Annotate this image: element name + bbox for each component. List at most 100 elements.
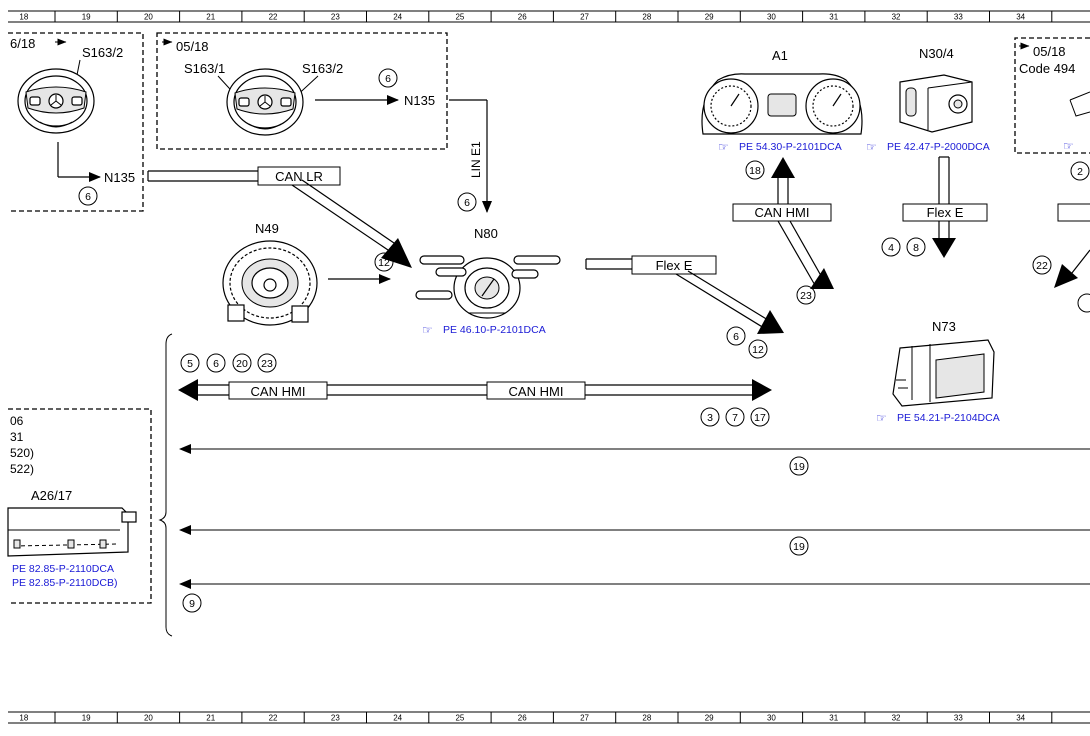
s163-2-mid-label: S163/2 bbox=[302, 61, 343, 76]
ruler-column-label: 31 bbox=[829, 13, 838, 22]
circle-mid-6: 6 bbox=[378, 68, 398, 88]
svg-text:9: 9 bbox=[189, 598, 195, 610]
a26-17-label: A26/17 bbox=[31, 488, 72, 503]
ruler-column-label: 34 bbox=[1016, 13, 1025, 22]
right-top-group: 05/18 Code 494 ☞ 2 22 bbox=[1014, 37, 1090, 313]
n80-ref-icon: ☞ bbox=[422, 323, 433, 337]
n80-steering-column-module-icon bbox=[415, 255, 561, 319]
steering-wheel-left-icon bbox=[17, 68, 95, 134]
ruler-column-label: 18 bbox=[19, 714, 28, 723]
left-bracket bbox=[158, 333, 173, 637]
ruler-column-label: 20 bbox=[144, 714, 153, 723]
lin-e1-label: LIN E1 bbox=[469, 141, 483, 178]
ruler-column-label: 26 bbox=[518, 714, 527, 723]
ruler-column-label: 32 bbox=[892, 714, 901, 723]
a1-label: A1 bbox=[772, 48, 788, 63]
ruler-column-label: 29 bbox=[705, 13, 714, 22]
ruler-column-label: 27 bbox=[580, 714, 589, 723]
right-top-date: 05/18 bbox=[1033, 44, 1066, 59]
ruler-column-label: 31 bbox=[829, 714, 838, 723]
circle-n49-12: 12 bbox=[374, 252, 394, 272]
mid-top-date: 05/18 bbox=[176, 39, 209, 54]
circle-lin-6: 6 bbox=[457, 192, 477, 212]
circle-bus-20: 20 bbox=[232, 353, 252, 373]
n49-label: N49 bbox=[255, 221, 279, 236]
left-top-date: 6/18 bbox=[10, 36, 35, 51]
flex-e-mid-label: Flex E bbox=[656, 258, 693, 273]
svg-text:7: 7 bbox=[732, 412, 738, 424]
s163-1-label: S163/1 bbox=[184, 61, 225, 76]
svg-text:20: 20 bbox=[236, 358, 248, 370]
svg-text:17: 17 bbox=[754, 412, 766, 424]
ruler-column-label: 21 bbox=[206, 714, 215, 723]
ruler-column-label: 30 bbox=[767, 13, 776, 22]
can-lr-label: CAN LR bbox=[275, 169, 323, 184]
steering-wheel-mid-icon bbox=[226, 68, 304, 136]
n73-label: N73 bbox=[932, 319, 956, 334]
circle-flex-12: 12 bbox=[748, 339, 768, 359]
svg-text:19: 19 bbox=[793, 461, 805, 473]
circle-flex-6: 6 bbox=[726, 326, 746, 346]
can-hmi-left-label: CAN HMI bbox=[251, 384, 306, 399]
svg-text:6: 6 bbox=[733, 331, 739, 343]
ruler-column-label: 32 bbox=[892, 13, 901, 22]
svg-text:6: 6 bbox=[464, 197, 470, 209]
ruler-column-label: 30 bbox=[767, 714, 776, 723]
n30-4-ref: PE 42.47-P-2000DCA bbox=[887, 141, 990, 153]
can-lr-bus: CAN LR bbox=[147, 166, 412, 268]
ruler-column-label: 25 bbox=[455, 714, 464, 723]
n73-ref-icon: ☞ bbox=[876, 411, 887, 425]
a26-17-group: 06 31 520) 522) A26/17 PE 82.85-P-2110DC… bbox=[7, 408, 152, 604]
right-ref-icon: ☞ bbox=[1063, 139, 1074, 153]
a1-instrument-cluster-icon bbox=[701, 73, 863, 135]
svg-text:8: 8 bbox=[913, 242, 919, 254]
n80-label: N80 bbox=[474, 226, 498, 241]
circle-22: 22 bbox=[1032, 255, 1052, 275]
ruler-column-label: 33 bbox=[954, 13, 963, 22]
n49-component: N49 12 bbox=[222, 221, 394, 326]
n80-ref: PE 46.10-P-2101DCA bbox=[443, 324, 546, 336]
svg-text:2: 2 bbox=[1077, 166, 1083, 178]
n30-4-camera-icon bbox=[899, 74, 973, 133]
a26-17-module-icon bbox=[7, 507, 137, 557]
a1-component: A1 ☞ PE 54.30-P-2101DCA bbox=[701, 48, 863, 154]
n73-ref: PE 54.21-P-2104DCA bbox=[897, 412, 1000, 424]
ruler-column-label: 33 bbox=[954, 714, 963, 723]
svg-text:18: 18 bbox=[749, 165, 761, 177]
can-hmi-top-label: CAN HMI bbox=[755, 205, 810, 220]
a1-ref: PE 54.30-P-2101DCA bbox=[739, 141, 842, 153]
n73-component: N73 ☞ PE 54.21-P-2104DCA bbox=[876, 319, 1000, 425]
svg-text:23: 23 bbox=[261, 358, 273, 370]
svg-text:19: 19 bbox=[793, 541, 805, 553]
left-top-group: 6/18 S163/2 N135 6 bbox=[8, 32, 144, 212]
ruler-column-label: 29 bbox=[705, 714, 714, 723]
ruler-column-label: 22 bbox=[269, 13, 278, 22]
ruler-column-label: 18 bbox=[19, 13, 28, 22]
flex-e-right-bus: Flex E 4 8 bbox=[881, 156, 988, 258]
ruler-column-label: 24 bbox=[393, 714, 402, 723]
svg-text:23: 23 bbox=[800, 290, 812, 302]
n73-module-icon bbox=[892, 339, 995, 407]
mid-top-group: 05/18 S163/1 S163/2 N135 6 bbox=[156, 32, 448, 150]
circle-9: 9 bbox=[182, 593, 202, 613]
svg-text:6: 6 bbox=[85, 191, 91, 203]
can-hmi-top-bus: CAN HMI 18 23 bbox=[732, 157, 834, 305]
s163-2-left-label: S163/2 bbox=[82, 45, 123, 60]
a26-17-ref-a: PE 82.85-P-2110DCA bbox=[12, 563, 114, 575]
ruler-column-label: 28 bbox=[642, 714, 651, 723]
n49-clock-spring-icon bbox=[222, 240, 318, 326]
svg-text:6: 6 bbox=[213, 358, 219, 370]
ruler-column-label: 27 bbox=[580, 13, 589, 22]
svg-text:12: 12 bbox=[752, 344, 764, 356]
circle-bus-3: 3 bbox=[700, 407, 720, 427]
circle-bus-6: 6 bbox=[206, 353, 226, 373]
right-top-code: Code 494 bbox=[1019, 61, 1075, 76]
n30-4-component: N30/4 ☞ PE 42.47-P-2000DCA bbox=[866, 46, 990, 154]
circle-bus-17: 17 bbox=[750, 407, 770, 427]
svg-text:6: 6 bbox=[385, 73, 391, 85]
circle-left-6: 6 bbox=[78, 186, 98, 206]
n30-4-label: N30/4 bbox=[919, 46, 954, 61]
circle-4: 4 bbox=[881, 237, 901, 257]
left-box-line-2: 31 bbox=[10, 430, 24, 444]
